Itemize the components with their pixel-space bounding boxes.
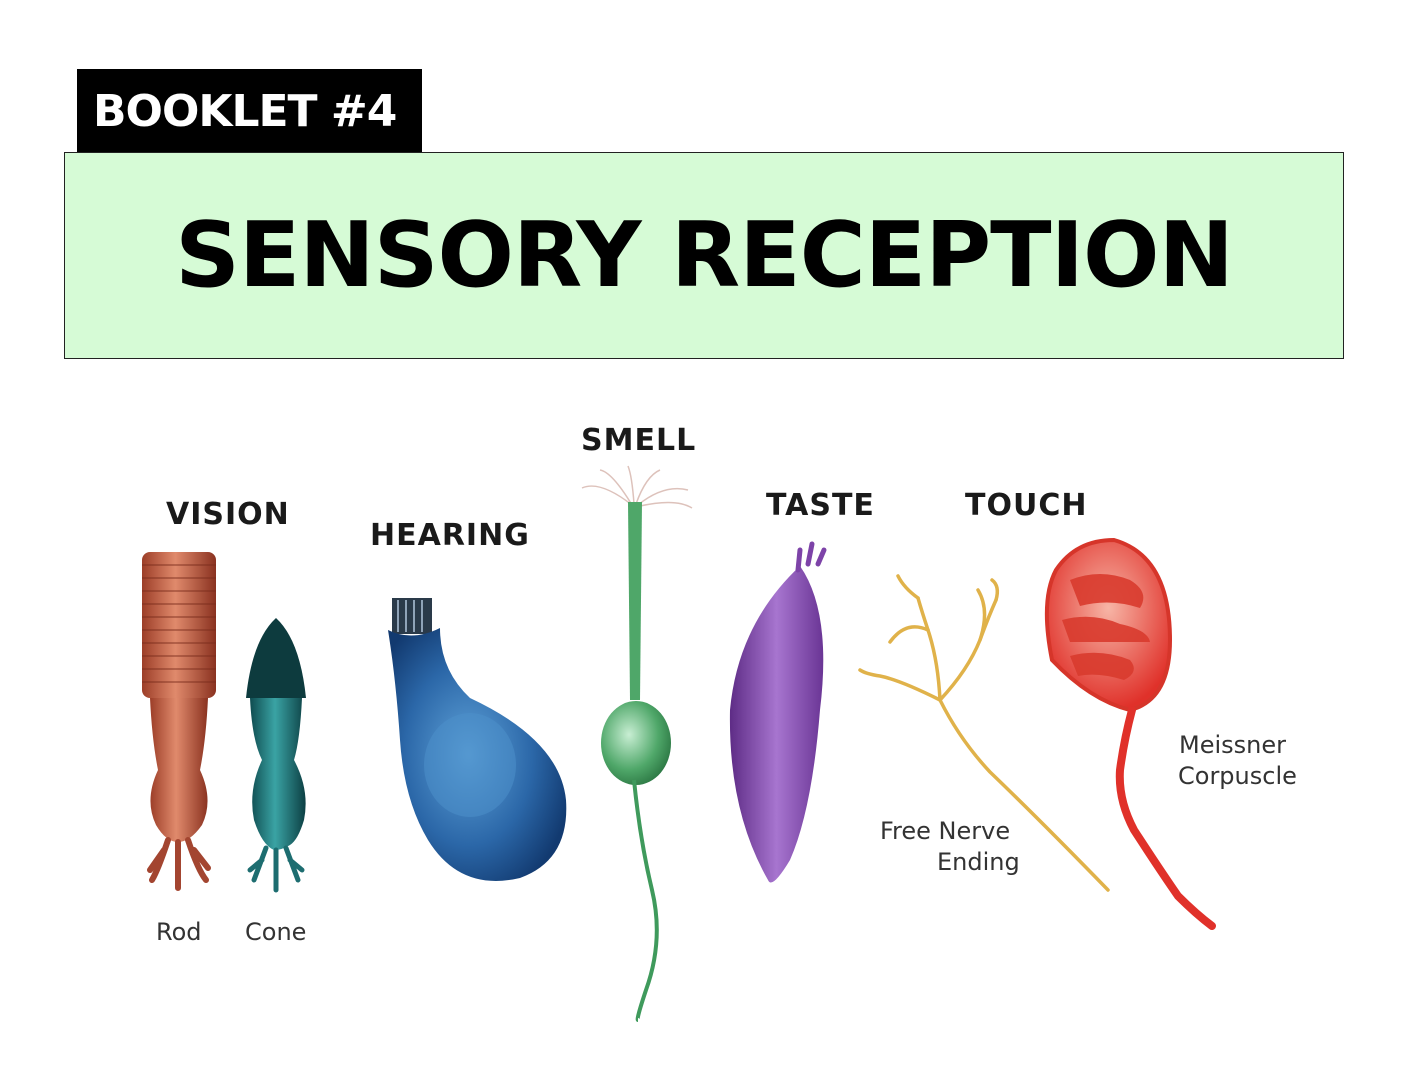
meissner-corpuscle (1044, 537, 1216, 930)
sensory-receptor-diagram: VISION HEARING SMELL TASTE TOUCH Rod Con… (0, 380, 1408, 1060)
free-nerve-label-line1: Free Nerve (880, 817, 1011, 845)
free-nerve-ending (858, 574, 1110, 892)
page-title: SENSORY RECEPTION (175, 203, 1234, 308)
meissner-label-line1: Meissner (1179, 731, 1286, 759)
hearing-label: HEARING (370, 518, 530, 553)
touch-label: TOUCH (965, 488, 1088, 523)
title-banner: SENSORY RECEPTION (64, 152, 1344, 359)
vision-label: VISION (166, 497, 290, 532)
olfactory-cell (581, 465, 693, 1022)
cone-cell (246, 618, 306, 893)
rod-cell (142, 552, 216, 891)
hair-cell (388, 598, 567, 881)
rod-label: Rod (156, 918, 202, 946)
cone-label: Cone (245, 918, 307, 946)
receptor-illustrations (142, 465, 1216, 1022)
taste-label: TASTE (766, 488, 875, 523)
meissner-label-line2: Corpuscle (1178, 762, 1297, 790)
smell-label: SMELL (581, 423, 697, 458)
taste-receptor-cell (729, 541, 827, 883)
booklet-label: BOOKLET #4 (77, 69, 422, 153)
free-nerve-label-line2: Ending (937, 848, 1020, 876)
